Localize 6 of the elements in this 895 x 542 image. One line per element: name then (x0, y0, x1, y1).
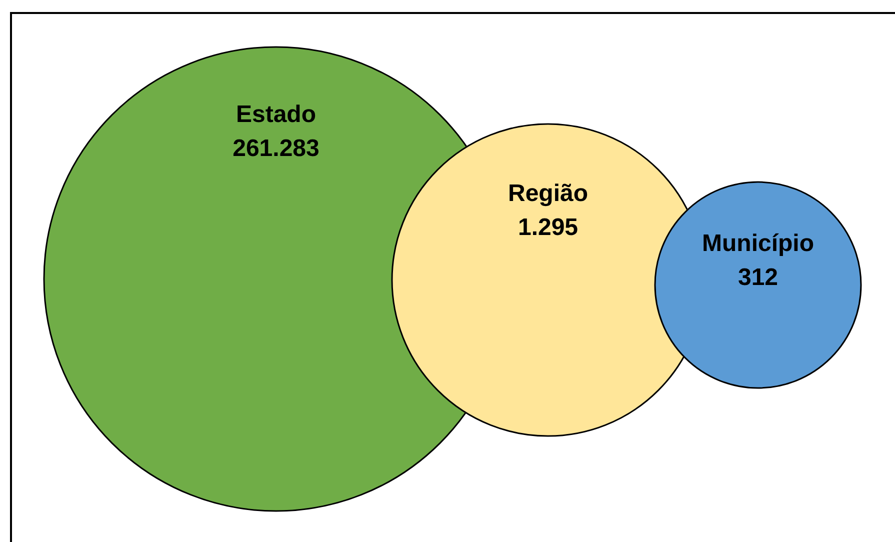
region-count: 312 (738, 263, 778, 293)
region-name: Região (508, 179, 588, 209)
region-count: 1.295 (518, 213, 578, 243)
region-count: 261.283 (232, 134, 320, 164)
region-name: Estado (236, 100, 316, 130)
region-name: Município (702, 229, 814, 259)
